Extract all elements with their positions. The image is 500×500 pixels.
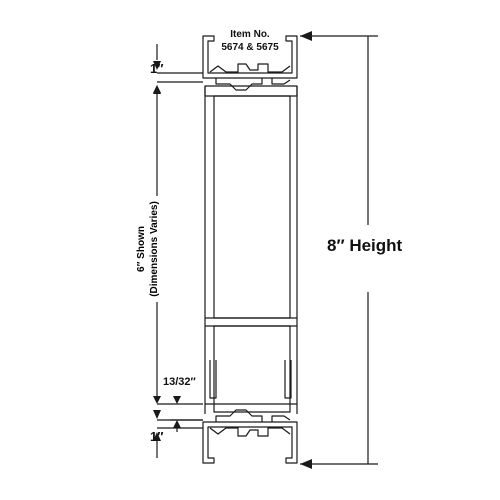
overall-height-label: 8″ Height xyxy=(327,236,403,255)
top-flange-label: 1″ xyxy=(150,61,164,76)
outer-profile xyxy=(202,35,298,464)
shown-height-dimension xyxy=(153,85,161,404)
overall-height-dimension xyxy=(300,31,378,469)
bottom-flange-label: 1″ xyxy=(150,429,164,444)
bottom-interlock xyxy=(209,409,291,437)
item-number: 5674 & 5675 xyxy=(221,42,279,53)
upper-chamber xyxy=(204,85,298,319)
item-title: Item No. xyxy=(230,29,270,40)
top-interlock xyxy=(209,63,291,91)
shown-height-line2: (Dimensions Varies) xyxy=(149,201,160,297)
bottom-flange-dimension xyxy=(153,410,203,458)
gap-label: 13/32″ xyxy=(163,376,196,388)
gap-dimension xyxy=(157,396,203,432)
shown-height-line1: 6″ Shown xyxy=(136,226,147,272)
lower-chamber xyxy=(205,325,297,413)
